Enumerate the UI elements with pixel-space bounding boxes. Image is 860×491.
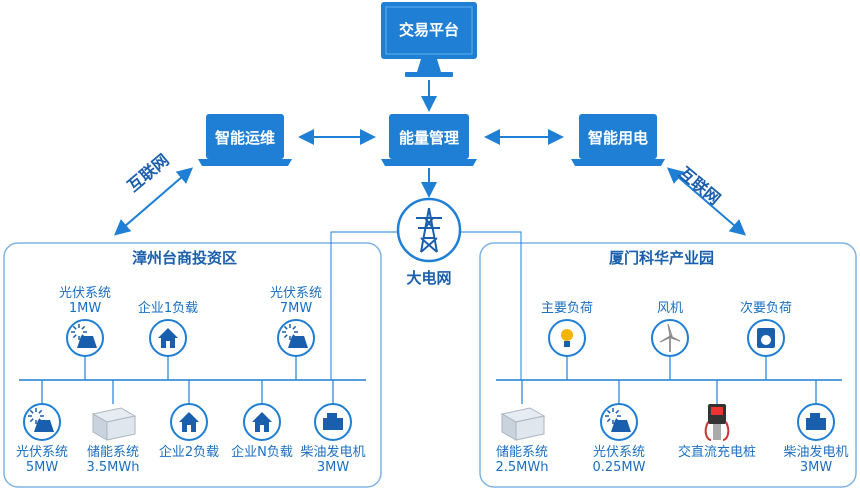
right-zone-box	[479, 242, 857, 488]
node-name: 企业N负载	[231, 445, 293, 460]
solar-panel-icon	[66, 319, 104, 357]
node-name: 企业1负载	[137, 301, 199, 316]
charging-pile-icon	[704, 404, 730, 441]
left_zone-lower-label-3: 企业N负载	[217, 445, 307, 460]
node-name: 次要负荷	[739, 301, 792, 316]
node-name: 企业2负载	[158, 445, 220, 460]
left-zone-title: 漳州台商投资区	[132, 249, 238, 267]
right_zone-lower-label-2: 交直流充电桩	[672, 445, 762, 460]
node-capacity: 3MW	[316, 460, 350, 475]
node-capacity: 7MW	[279, 301, 313, 316]
right_zone-upper-label-1: 风机	[625, 301, 715, 316]
left_zone-lower-label-2: 企业2负载	[144, 445, 234, 460]
node-capacity: 1MW	[68, 301, 102, 316]
smart-ops-label: 智能运维	[214, 129, 275, 147]
trading-platform-monitor	[381, 2, 477, 77]
node-capacity: 3MW	[799, 460, 833, 475]
energy-mgmt-laptop	[381, 114, 477, 166]
wind-turbine-icon	[651, 319, 689, 357]
battery-container-icon	[500, 407, 546, 441]
node-capacity: 0.25MW	[592, 460, 646, 475]
battery-container-icon	[91, 407, 137, 441]
house-icon	[170, 403, 208, 441]
node-name: 储能系统	[86, 445, 139, 460]
solar-panel-icon	[600, 403, 638, 441]
node-name: 光伏系统	[58, 286, 111, 301]
diesel-generator-icon	[797, 403, 835, 441]
node-name: 交直流充电桩	[677, 445, 756, 460]
power-tower-icon	[396, 197, 462, 263]
arrow-internet-right	[666, 167, 747, 236]
smart-power-label: 智能用电	[587, 129, 648, 147]
house-icon	[243, 403, 281, 441]
arrow-internet-left	[113, 167, 194, 236]
big-grid-label: 大电网	[406, 269, 452, 287]
node-name: 主要负荷	[540, 301, 593, 316]
washer-icon	[747, 319, 785, 357]
smart-power-laptop	[571, 114, 665, 166]
node-name: 柴油发电机	[300, 445, 366, 460]
right_zone-upper-label-0: 主要负荷	[522, 301, 612, 316]
grid-link-right	[460, 231, 522, 380]
diesel-generator-icon	[314, 403, 352, 441]
node-capacity: 3.5MWh	[86, 460, 140, 475]
smart-ops-laptop	[198, 114, 292, 166]
node-capacity: 5MW	[25, 460, 59, 475]
solar-panel-icon	[23, 403, 61, 441]
left_zone-upper-label-1: 企业1负载	[123, 301, 213, 316]
node-capacity: 2.5MWh	[495, 460, 549, 475]
node-name: 光伏系统	[592, 445, 645, 460]
node-name: 风机	[656, 301, 683, 316]
bulb-icon	[548, 319, 586, 357]
solar-panel-icon	[277, 319, 315, 357]
node-name: 柴油发电机	[783, 445, 849, 460]
grid-link-left	[330, 231, 398, 380]
left-zone-box	[3, 242, 382, 488]
right_zone-upper-label-2: 次要负荷	[721, 301, 811, 316]
right-zone-title: 厦门科华产业园	[609, 249, 715, 267]
house-icon	[149, 319, 187, 357]
node-name: 光伏系统	[269, 286, 322, 301]
trading-platform-label: 交易平台	[398, 21, 459, 39]
node-name: 光伏系统	[15, 445, 68, 460]
node-name: 储能系统	[495, 445, 548, 460]
energy-mgmt-label: 能量管理	[398, 129, 459, 147]
